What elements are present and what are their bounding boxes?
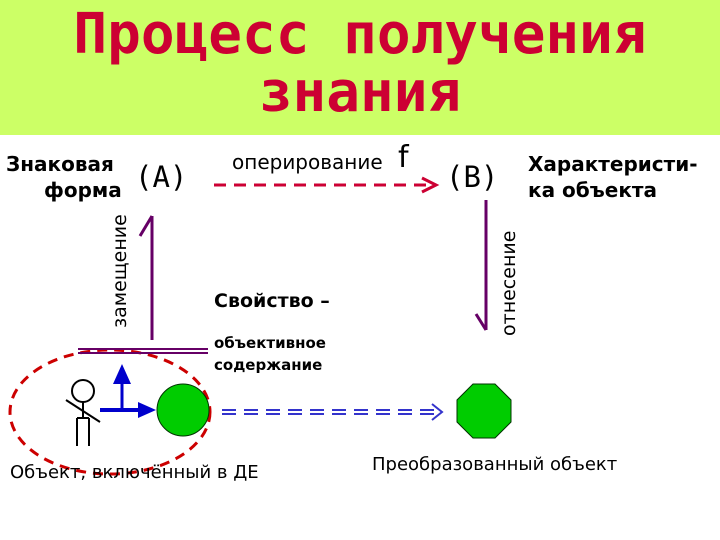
page-title: Процесс получения знания [0,6,720,122]
attribution-label: отнесение [498,230,520,336]
transformation-arrowhead [431,403,444,421]
property-label: Свойство – [214,290,330,312]
marker-b: (B) [446,160,499,194]
person-icon [65,379,101,446]
object-circle [156,383,210,437]
objective-label-line-1: объективное [214,334,326,352]
sign-form-label-line-1: Знаковая [6,152,114,176]
substitution-label: замещение [109,214,131,328]
substitution-arrowhead [138,215,154,237]
action-arrow-right-head [138,402,156,418]
title-line-2: знания [258,60,462,125]
characteristic-label-line-2: ка объекта [528,178,657,202]
operation-function-f: f [398,140,409,175]
objective-label-line-2: содержание [214,356,323,374]
transformed-object-octagon [456,383,512,439]
operation-label: оперирование [232,150,383,174]
action-arrow-up-head [113,364,131,384]
title-banner [0,0,720,135]
object-in-de-label: Объект, включённый в ДЕ [10,462,259,483]
de-boundary-ellipse [8,348,212,476]
sign-form-label-line-2: форма [44,178,122,202]
attribution-arrowhead [474,313,488,331]
transformed-object-label: Преобразованный объект [372,454,618,475]
operation-arrowhead [421,176,440,194]
marker-a: (A) [135,160,188,194]
characteristic-label-line-1: Характеристи- [528,152,698,176]
title-line-1: Процесс получения [73,2,647,67]
